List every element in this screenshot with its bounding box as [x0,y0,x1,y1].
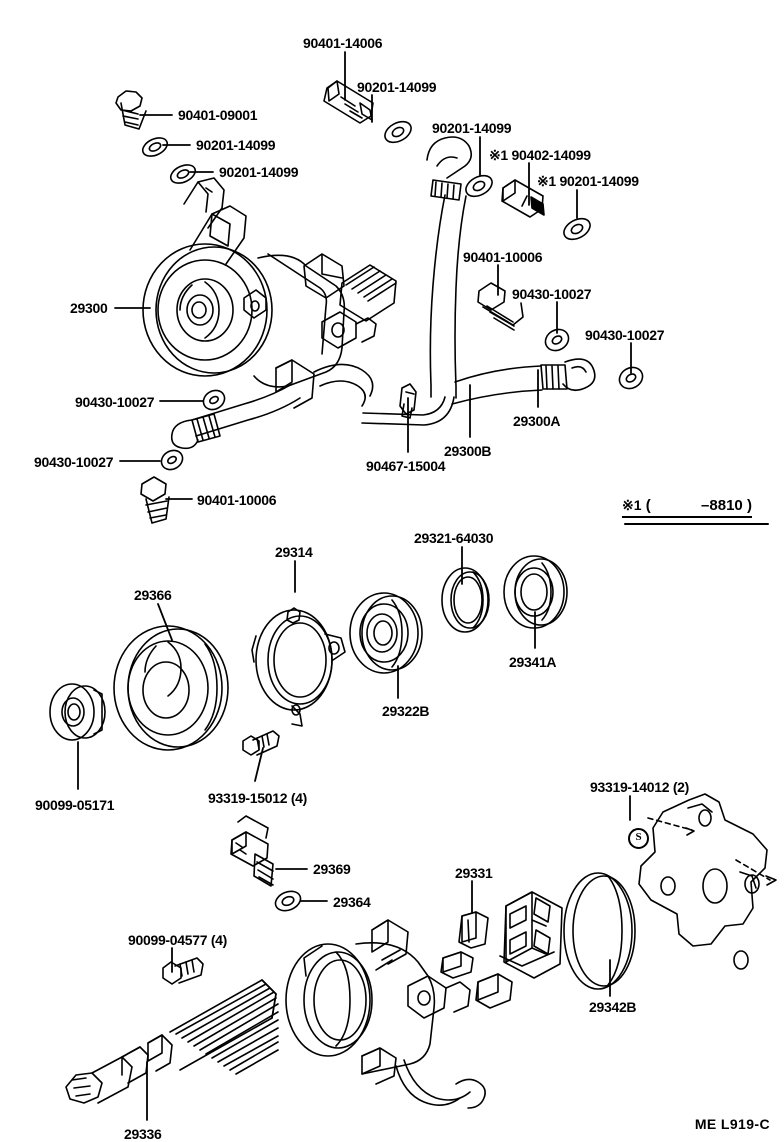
part-bolt-93319-15012 [242,730,280,756]
part-label-90401-10006-top[interactable]: 90401-10006 [463,249,543,265]
part-label-90201-14099-c[interactable]: 90201-14099 [219,164,299,180]
part-label-90099-05171[interactable]: 90099-05171 [35,797,115,813]
part-washer-90430-10027-a [544,328,570,352]
part-label-29314[interactable]: 29314 [275,544,313,560]
part-front-housing-29314 [251,607,346,727]
part-snapring-29321-64030 [441,567,490,633]
applicability-note: ※1 ( –8810 ) [622,497,752,518]
part-vanes-29331 [440,911,513,1009]
part-union-bolt-90401-14006 [323,80,374,124]
part-valve-29369 [230,815,274,887]
part-label-90401-14006[interactable]: 90401-14006 [303,35,383,51]
part-label-29300[interactable]: 29300 [70,300,108,316]
part-bearing-29322B [349,592,423,674]
part-label-29366[interactable]: 29366 [134,587,172,603]
part-washer-90201-14099-d [465,174,493,198]
note-open-paren: ( [645,497,651,514]
part-label-29300A[interactable]: 29300A [513,413,561,429]
part-label-90099-04577[interactable]: 90099-04577 (4) [128,932,228,948]
service-marker-s-icon: S [628,828,649,849]
part-label-29300B[interactable]: 29300B [444,443,492,459]
part-oring-29342B [563,872,636,990]
part-label-29342B[interactable]: 29342B [589,999,637,1015]
part-shaft-29336 [65,979,279,1104]
note-close-paren: ) [746,497,752,514]
part-washer-90430-10027-b [618,366,644,390]
part-washer-90430-10027-d [160,449,184,471]
part-label-90201-14099-a[interactable]: 90201-14099 [357,79,437,95]
part-label-90430-10027-c[interactable]: 90430-10027 [75,394,155,410]
part-washer-90201-14099-e [563,217,591,241]
part-bolt-90099-04577 [162,957,204,985]
part-rear-housing [285,919,486,1109]
part-label-29321-64030[interactable]: 29321-64030 [414,530,494,546]
part-rotor [499,891,563,979]
part-pump-29300 [142,177,397,409]
part-label-90201-14099-e[interactable]: ※1 90201-14099 [537,173,639,189]
part-label-29369[interactable]: 29369 [313,861,351,877]
part-label-93319-15012[interactable]: 93319-15012 (4) [208,790,308,806]
part-label-29364[interactable]: 29364 [333,894,371,910]
part-washer-90430-10027-c [202,389,226,411]
part-washer-90201-14099-a [384,120,412,144]
note-range: –8810 [701,497,743,514]
part-washer-90201-14099-c [169,164,197,184]
part-label-90401-09001[interactable]: 90401-09001 [178,107,258,123]
leader-lines-group1 [114,51,632,500]
part-pulley-29366 [113,625,229,751]
part-collar-90099-05171 [49,683,106,741]
part-label-29336[interactable]: 29336 [124,1126,162,1142]
part-label-90467-15004[interactable]: 90467-15004 [366,458,446,474]
part-label-90430-10027-d[interactable]: 90430-10027 [34,454,114,470]
part-label-90402-14099[interactable]: ※1 90402-14099 [489,147,591,163]
part-label-90430-10027-b[interactable]: 90430-10027 [585,327,665,343]
plate-pointer-dashes [647,817,771,881]
part-washer-29364 [274,890,302,912]
part-label-90201-14099-d[interactable]: 90201-14099 [432,120,512,136]
part-label-90430-10027-a[interactable]: 90430-10027 [512,286,592,302]
leader-lines-group2 [77,546,536,790]
part-label-90401-10006-bottom[interactable]: 90401-10006 [197,492,277,508]
part-bolt-90401-09001 [115,90,147,130]
part-label-90201-14099-b[interactable]: 90201-14099 [196,137,276,153]
part-bolt-90401-10006-bottom [140,476,170,524]
part-label-93319-14012[interactable]: 93319-14012 (2) [590,779,690,795]
part-hoses [170,136,596,450]
part-label-29331[interactable]: 29331 [455,865,493,881]
part-union-90402-14099 [501,179,545,218]
part-label-29322B[interactable]: 29322B [382,703,430,719]
note-star-marker: ※1 [622,497,642,513]
diagram-sheet-code: ME L919-C [694,1116,770,1132]
leader-lines-group3 [146,795,631,1121]
part-end-plate [638,793,768,970]
part-washer-90201-14099-b [141,137,169,157]
part-bolt-90401-10006-top [477,282,524,331]
part-label-29341A[interactable]: 29341A [509,654,557,670]
part-oilseal-29341A [503,555,568,629]
